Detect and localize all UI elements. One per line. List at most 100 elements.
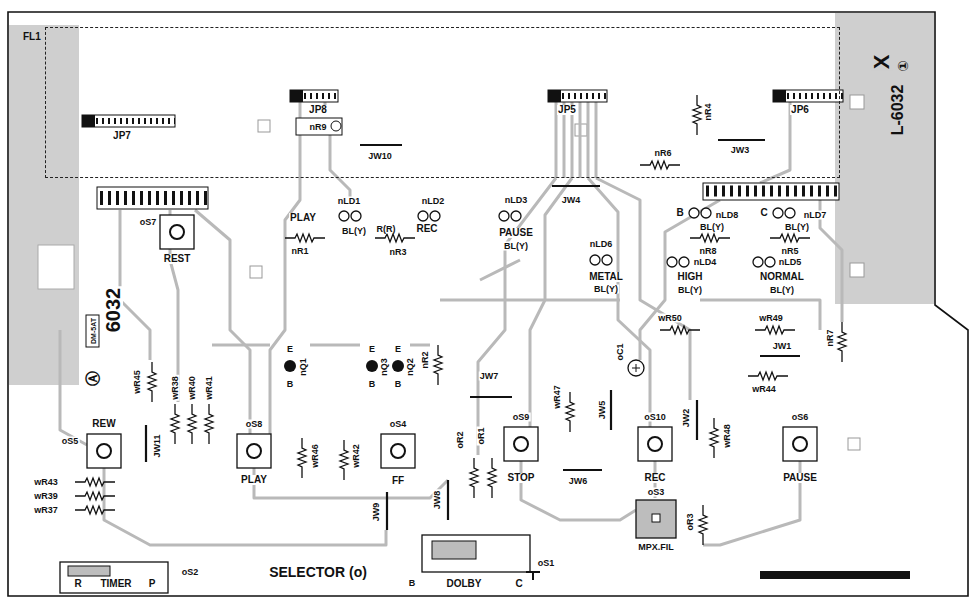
part-label: REC bbox=[415, 224, 438, 234]
part-label: oS10 bbox=[643, 413, 667, 422]
part-label: wR42 bbox=[352, 443, 361, 469]
part-label: TIMER bbox=[99, 579, 132, 589]
part-label: JW8 bbox=[433, 490, 442, 511]
part-label: oC1 bbox=[616, 342, 625, 361]
part-label: oS2 bbox=[181, 568, 200, 577]
mark-square bbox=[850, 95, 864, 109]
mark-square bbox=[258, 120, 270, 132]
part-label: R(R) bbox=[376, 225, 397, 234]
mark-square bbox=[250, 266, 262, 278]
part-label: wR37 bbox=[33, 506, 59, 515]
part-label: E bbox=[394, 345, 402, 354]
part-label: E bbox=[368, 345, 376, 354]
part-label: BL(Y) bbox=[769, 286, 795, 295]
mark-square bbox=[848, 438, 860, 450]
part-label: STOP bbox=[506, 473, 535, 483]
part-label: JW6 bbox=[568, 477, 589, 486]
part-label: L-6032 bbox=[890, 84, 906, 137]
part-label: PAUSE bbox=[498, 228, 534, 238]
part-label: B bbox=[408, 579, 417, 588]
shield-region: FL1 bbox=[45, 27, 840, 178]
part-label: DOLBY bbox=[446, 579, 483, 589]
resistor-array bbox=[296, 118, 342, 135]
part-label: SELECTOR (o) bbox=[268, 565, 368, 579]
capacitor-symbol bbox=[628, 360, 644, 376]
part-label: wR41 bbox=[205, 375, 214, 401]
part-label: oS9 bbox=[512, 413, 531, 422]
part-label: JW4 bbox=[561, 196, 582, 205]
part-label: JW3 bbox=[730, 146, 751, 155]
mark-square bbox=[850, 263, 864, 277]
part-label: JW1 bbox=[772, 342, 793, 351]
connector bbox=[82, 90, 843, 209]
part-label: REST bbox=[163, 254, 192, 264]
capacitor-mark bbox=[632, 364, 640, 372]
part-label: HIGH bbox=[677, 272, 704, 282]
part-label: wR44 bbox=[751, 385, 777, 394]
part-label: oS7 bbox=[139, 218, 158, 227]
pin-mark bbox=[331, 121, 341, 131]
part-label: JW11 bbox=[153, 433, 162, 458]
part-label: JP7 bbox=[112, 131, 132, 141]
part-label: oS1 bbox=[537, 559, 556, 568]
part-label: nLD3 bbox=[504, 196, 529, 205]
part-label: nLD1 bbox=[337, 197, 362, 206]
part-label: Ⓐ bbox=[85, 370, 100, 387]
part-label: wR48 bbox=[723, 423, 732, 449]
part-label: nQ1 bbox=[299, 357, 308, 377]
part-label: oS5 bbox=[61, 437, 80, 446]
part-label: nR5 bbox=[780, 247, 799, 256]
part-label: MPX.FIL bbox=[637, 543, 675, 552]
part-label: BL(Y) bbox=[503, 242, 529, 251]
part-label: nLD7 bbox=[803, 211, 828, 220]
part-label: wR47 bbox=[553, 384, 562, 410]
part-label: JW5 bbox=[598, 400, 607, 421]
part-label: nR2 bbox=[421, 350, 430, 369]
part-label: C bbox=[759, 208, 768, 218]
part-label: 6032 bbox=[103, 287, 123, 334]
part-label: JW2 bbox=[682, 408, 691, 429]
part-label: JP6 bbox=[790, 105, 810, 115]
part-label: nQ3 bbox=[380, 357, 389, 377]
part-label: wR39 bbox=[33, 492, 59, 501]
led-symbol bbox=[339, 208, 795, 267]
part-label: E bbox=[286, 345, 294, 354]
part-label: REW bbox=[91, 419, 116, 429]
part-label: BL(Y) bbox=[699, 223, 725, 232]
part-label: X bbox=[871, 54, 893, 71]
part-label: JP8 bbox=[308, 105, 328, 115]
part-label: nR1 bbox=[290, 247, 309, 256]
part-label: nR4 bbox=[704, 102, 713, 121]
part-label: JP5 bbox=[557, 105, 577, 115]
part-label: wR50 bbox=[657, 314, 683, 323]
part-label: BL(Y) bbox=[784, 223, 810, 232]
part-label: BL(Y) bbox=[593, 285, 619, 294]
part-label: nLD5 bbox=[778, 258, 803, 267]
resistor-symbol bbox=[75, 95, 846, 545]
jumper-wire bbox=[146, 140, 800, 530]
part-label: nLD6 bbox=[589, 240, 614, 249]
part-label: B bbox=[368, 380, 377, 389]
part-label: P bbox=[148, 579, 157, 589]
part-label: R bbox=[73, 579, 82, 589]
part-label: nR3 bbox=[388, 248, 407, 257]
part-label: B bbox=[286, 380, 295, 389]
part-label: B bbox=[394, 380, 403, 389]
part-label: oS6 bbox=[791, 413, 810, 422]
mark-square bbox=[38, 245, 74, 289]
part-label: wR40 bbox=[188, 375, 197, 401]
part-label: nR7 bbox=[826, 328, 835, 347]
part-label: PLAY bbox=[289, 213, 317, 223]
part-label: C bbox=[514, 579, 523, 589]
part-label: oS8 bbox=[245, 420, 264, 429]
part-label: BL(Y) bbox=[677, 286, 703, 295]
label-box bbox=[86, 315, 99, 347]
part-label: nR6 bbox=[653, 149, 672, 158]
part-label: ① bbox=[896, 59, 910, 73]
part-label: PLAY bbox=[240, 475, 268, 485]
part-label: DM-5AT bbox=[90, 317, 97, 345]
part-label: BL(Y) bbox=[341, 227, 367, 236]
part-label: oS4 bbox=[389, 420, 408, 429]
